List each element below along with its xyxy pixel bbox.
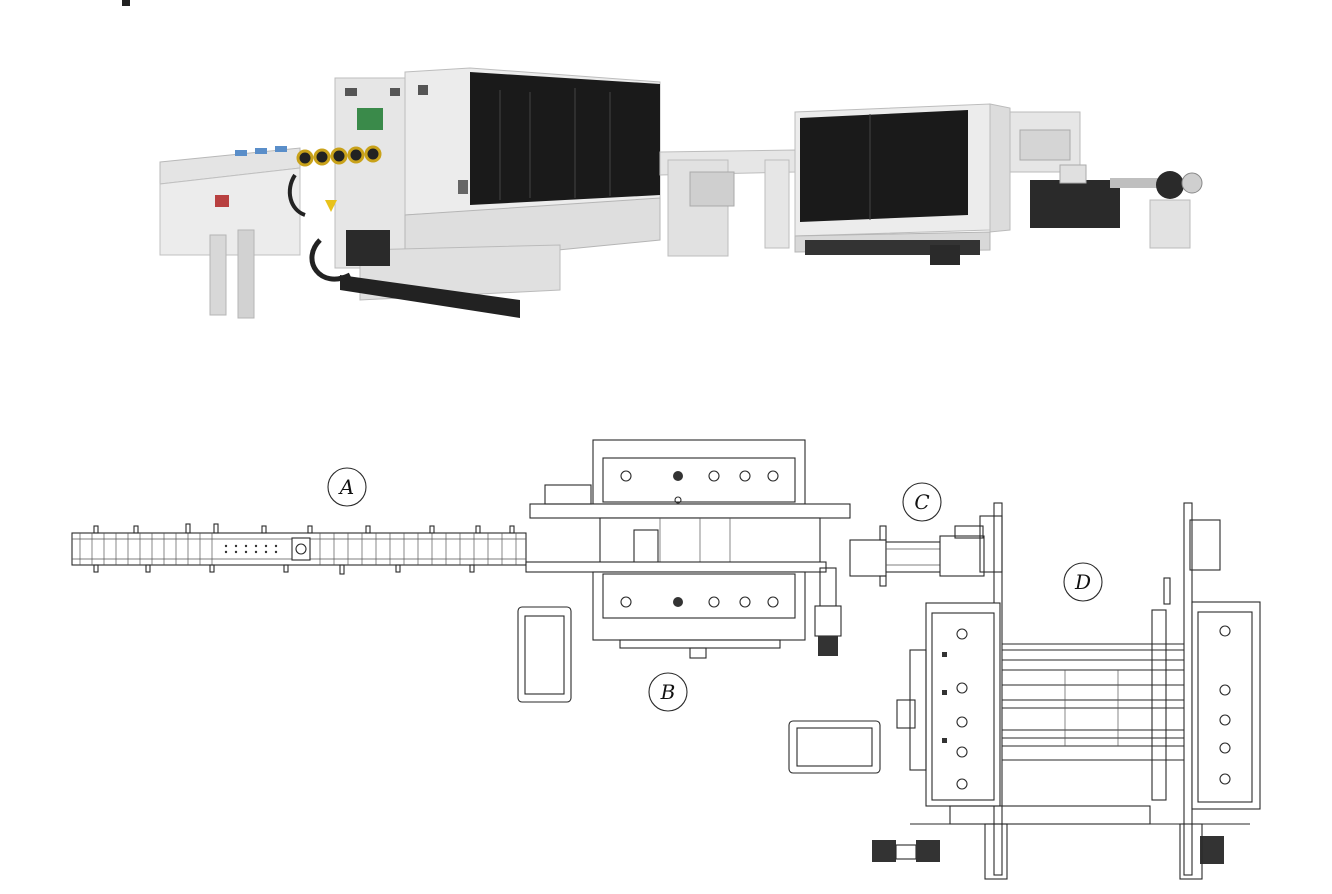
section-a-infeed <box>71 523 527 575</box>
top-edge-mark <box>122 0 130 6</box>
callout-d-label: D <box>1074 570 1091 594</box>
drive-motor <box>346 230 390 266</box>
section-c-transfer <box>849 525 985 587</box>
outfeed-motor <box>1030 180 1120 228</box>
control-panel-green <box>357 108 383 130</box>
callout-a-label: A <box>338 475 354 499</box>
callout-c-label: C <box>914 490 929 514</box>
section-d-trimmer <box>788 502 1261 880</box>
feed-rollers <box>296 145 382 167</box>
section-b-edgebander <box>517 439 851 703</box>
infeed-conveyor <box>159 146 301 319</box>
trimming-unit <box>794 103 1203 265</box>
callout-c: C <box>902 482 942 522</box>
transfer-conveyor <box>659 149 796 257</box>
edgebander-unit <box>287 67 661 318</box>
machine-photo <box>122 0 1203 319</box>
cable-chain <box>340 275 520 318</box>
callout-d: D <box>1063 562 1103 602</box>
callout-b-label: B <box>660 680 676 704</box>
callout-b: B <box>648 672 688 712</box>
callout-a: A <box>327 467 367 507</box>
infeed-badge <box>215 195 229 207</box>
warning-label <box>325 200 337 212</box>
main-window <box>470 72 660 205</box>
second-window <box>800 110 968 222</box>
